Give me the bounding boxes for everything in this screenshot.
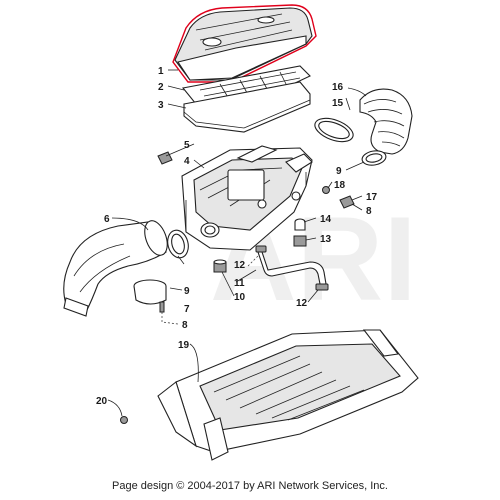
callout-4: 4 bbox=[184, 156, 190, 167]
callout-5: 5 bbox=[184, 140, 190, 151]
callout-10: 10 bbox=[234, 292, 246, 303]
part-9-clamp-upper[interactable] bbox=[361, 149, 387, 167]
callout-2: 2 bbox=[158, 82, 164, 93]
part-3-filter-element[interactable] bbox=[183, 81, 311, 133]
callout-14: 14 bbox=[320, 214, 332, 225]
part-12-clamp-lower[interactable] bbox=[315, 283, 329, 291]
part-7-coupler[interactable] bbox=[133, 279, 167, 305]
callout-8-lower: 8 bbox=[182, 320, 188, 331]
part-9-clamp-lower[interactable] bbox=[165, 228, 192, 260]
part-13-valve[interactable] bbox=[293, 235, 307, 247]
callout-3: 3 bbox=[158, 100, 164, 111]
leader-lines bbox=[107, 69, 367, 417]
callout-12-lower: 12 bbox=[296, 298, 308, 309]
callout-6: 6 bbox=[104, 214, 110, 225]
callout-12-upper: 12 bbox=[234, 260, 246, 271]
part-1-airbox-cover[interactable] bbox=[172, 4, 317, 83]
part-18-grommet[interactable] bbox=[322, 186, 330, 194]
part-10-plug[interactable] bbox=[213, 259, 227, 273]
copyright-notice: Page design © 2004-2017 by ARI Network S… bbox=[112, 480, 388, 492]
callout-20: 20 bbox=[96, 396, 108, 407]
callout-7: 7 bbox=[184, 304, 190, 315]
part-4-airbox-housing[interactable] bbox=[181, 145, 313, 251]
callout-9-lower: 9 bbox=[184, 286, 190, 297]
callout-15: 15 bbox=[332, 98, 344, 109]
part-12-clamp-upper[interactable] bbox=[255, 245, 267, 253]
part-16-intake-boot[interactable] bbox=[359, 88, 413, 155]
part-6-intake-duct[interactable] bbox=[63, 218, 172, 317]
part-20-screw[interactable] bbox=[120, 416, 128, 424]
part-8-screw-lower[interactable] bbox=[159, 301, 165, 313]
part-11-drain-hose[interactable] bbox=[257, 251, 327, 285]
callout-16: 16 bbox=[332, 82, 344, 93]
part-17-fitting[interactable] bbox=[339, 195, 355, 209]
part-14-drain-cap[interactable] bbox=[294, 218, 306, 231]
callout-17: 17 bbox=[366, 192, 378, 203]
callouts: 1 2 3 4 5 6 7 8 8 9 9 10 11 12 12 13 14 … bbox=[96, 66, 378, 407]
callout-8-right: 8 bbox=[366, 206, 372, 217]
part-19-under-tray[interactable] bbox=[157, 329, 419, 461]
callout-9-upper: 9 bbox=[336, 166, 342, 177]
callout-13: 13 bbox=[320, 234, 332, 245]
callout-1: 1 bbox=[158, 66, 164, 77]
part-15-clamp[interactable] bbox=[312, 114, 356, 146]
part-5-clip[interactable] bbox=[157, 151, 173, 165]
callout-19: 19 bbox=[178, 340, 190, 351]
callout-11: 11 bbox=[234, 278, 245, 289]
callout-18: 18 bbox=[334, 180, 346, 191]
